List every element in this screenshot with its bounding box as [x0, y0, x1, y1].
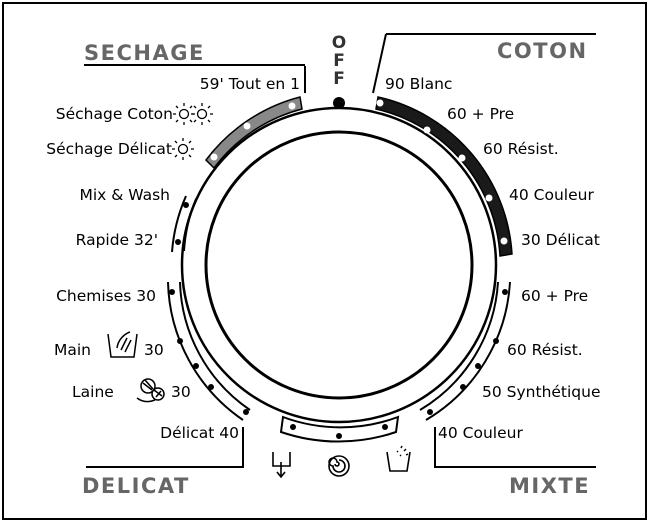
drying-dots [210, 102, 296, 161]
rapid-arc-outer [171, 195, 187, 253]
cotton-dots [376, 99, 508, 245]
program-delicat-40[interactable]: Délicat 40 [160, 424, 239, 442]
rapid-arc-inner [183, 198, 197, 252]
program-90-blanc[interactable]: 90 Blanc [385, 75, 453, 93]
program-tout-en-1[interactable]: 59' Tout en 1 [199, 75, 300, 93]
off-letter: F [333, 69, 345, 89]
off-marker [333, 97, 345, 109]
section-sechage: SECHAGE [84, 41, 205, 65]
mixed-arc-inner [419, 281, 499, 411]
hand-wash-icon [107, 331, 138, 358]
program-60-resist-mixte[interactable]: 60 Résist. [507, 341, 583, 359]
off-letter: O [331, 33, 347, 53]
wool-icon [136, 378, 165, 403]
coton-leader [372, 33, 387, 94]
dial-knob[interactable] [204, 130, 474, 400]
delicate-arc-inner [179, 281, 251, 411]
sun-icon [173, 103, 195, 125]
off-letter: F [333, 51, 345, 71]
program-rapide-32[interactable]: Rapide 32' [75, 231, 158, 249]
program-laine-temp[interactable]: 30 [171, 383, 191, 401]
delicate-arc-outer [167, 281, 244, 421]
program-dots [169, 202, 508, 439]
section-delicat: DELICAT [82, 474, 190, 498]
program-50-synthetique[interactable]: 50 Synthétique [482, 383, 601, 401]
sun-icon [172, 138, 194, 160]
program-60-pre-coton[interactable]: 60 + Pre [447, 105, 515, 123]
drain-icon [272, 452, 291, 479]
drying-band [205, 96, 303, 170]
program-30-delicat[interactable]: 30 Délicat [521, 231, 600, 249]
program-sechage-coton[interactable]: Séchage Coton [55, 105, 173, 123]
program-40-couleur-coton[interactable]: 40 Couleur [509, 186, 594, 204]
mixed-arc-outer [425, 281, 511, 421]
rinse-icon [386, 445, 411, 472]
program-main-temp[interactable]: 30 [144, 341, 164, 359]
section-mixte: MIXTE [509, 474, 591, 498]
program-main-label[interactable]: Main [54, 341, 92, 359]
program-mix-wash[interactable]: Mix & Wash [79, 186, 170, 204]
program-40-couleur-mixte[interactable]: 40 Couleur [438, 424, 523, 442]
off-label: O F F [331, 34, 347, 88]
bottom-arc [279, 415, 400, 443]
section-coton: COTON [497, 39, 588, 63]
program-laine-label[interactable]: Laine [72, 383, 114, 401]
sun-icon [191, 103, 213, 125]
panel-frame [2, 2, 647, 520]
dial-outer-ring [180, 106, 498, 424]
program-sechage-delicat[interactable]: Séchage Délicat [46, 140, 172, 158]
mixte-leader [434, 427, 596, 468]
cotton-band [375, 96, 513, 257]
spin-icon [328, 455, 350, 477]
delicat-leader [86, 427, 244, 468]
program-60-resist-coton[interactable]: 60 Résist. [483, 140, 559, 158]
program-60-pre-mixte[interactable]: 60 + Pre [521, 287, 589, 305]
program-chemises-30[interactable]: Chemises 30 [56, 287, 156, 305]
